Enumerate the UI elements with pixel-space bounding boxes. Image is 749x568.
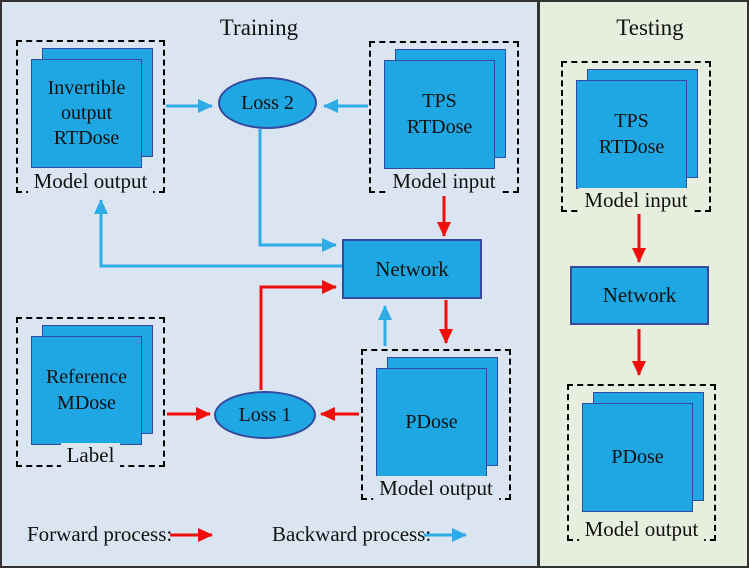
stacked-card-front: Invertible output RTDose xyxy=(31,59,142,168)
training-network-box: Network xyxy=(342,239,482,299)
stacked-card-front: PDose xyxy=(376,368,487,477)
loss2-label: Loss 2 xyxy=(241,91,294,114)
card-label: PDose xyxy=(611,445,664,468)
loss2-ellipse: Loss 2 xyxy=(218,77,317,129)
training-model-output-box: Invertible output RTDose Model output xyxy=(16,40,165,193)
stacked-card-front: TPS RTDose xyxy=(576,80,687,189)
arrow-network-to-invertible-output xyxy=(94,199,342,268)
box-caption: Model output xyxy=(578,517,705,541)
network-label: Network xyxy=(375,256,449,281)
training-model-input-box: TPS RTDose Model input xyxy=(369,41,519,193)
arrow-loss1-to-network xyxy=(259,280,337,390)
card-label: Reference MDose xyxy=(45,366,128,414)
loss1-label: Loss 1 xyxy=(238,403,292,426)
legend-backward-label: Backward process: xyxy=(272,522,432,546)
legend-forward-label: Forward process: xyxy=(27,522,173,546)
card-label: TPS RTDose xyxy=(406,90,473,138)
box-caption: Model output xyxy=(27,169,154,193)
stacked-card-front: PDose xyxy=(582,403,693,512)
training-pdose-output-box: PDose Model output xyxy=(361,349,511,500)
card-label: TPS RTDose xyxy=(598,110,665,158)
box-caption: Model input xyxy=(578,188,694,212)
stacked-card-front: Reference MDose xyxy=(31,336,142,445)
testing-model-input-box: TPS RTDose Model input xyxy=(561,61,711,212)
arrow-loss2-to-network xyxy=(258,129,337,252)
testing-network-box: Network xyxy=(570,266,709,325)
training-title: Training xyxy=(219,15,299,40)
testing-model-output-box: PDose Model output xyxy=(567,384,716,541)
testing-title: Testing xyxy=(616,15,684,40)
network-label: Network xyxy=(602,283,677,307)
box-caption: Label xyxy=(60,443,121,467)
training-label-box: Reference MDose Label xyxy=(16,317,165,467)
loss1-ellipse: Loss 1 xyxy=(214,391,316,439)
stacked-card-front: TPS RTDose xyxy=(384,60,495,169)
box-caption: Model input xyxy=(386,169,502,193)
card-label: Invertible output RTDose xyxy=(47,76,126,150)
card-label: PDose xyxy=(405,410,458,433)
box-caption: Model output xyxy=(373,476,499,500)
